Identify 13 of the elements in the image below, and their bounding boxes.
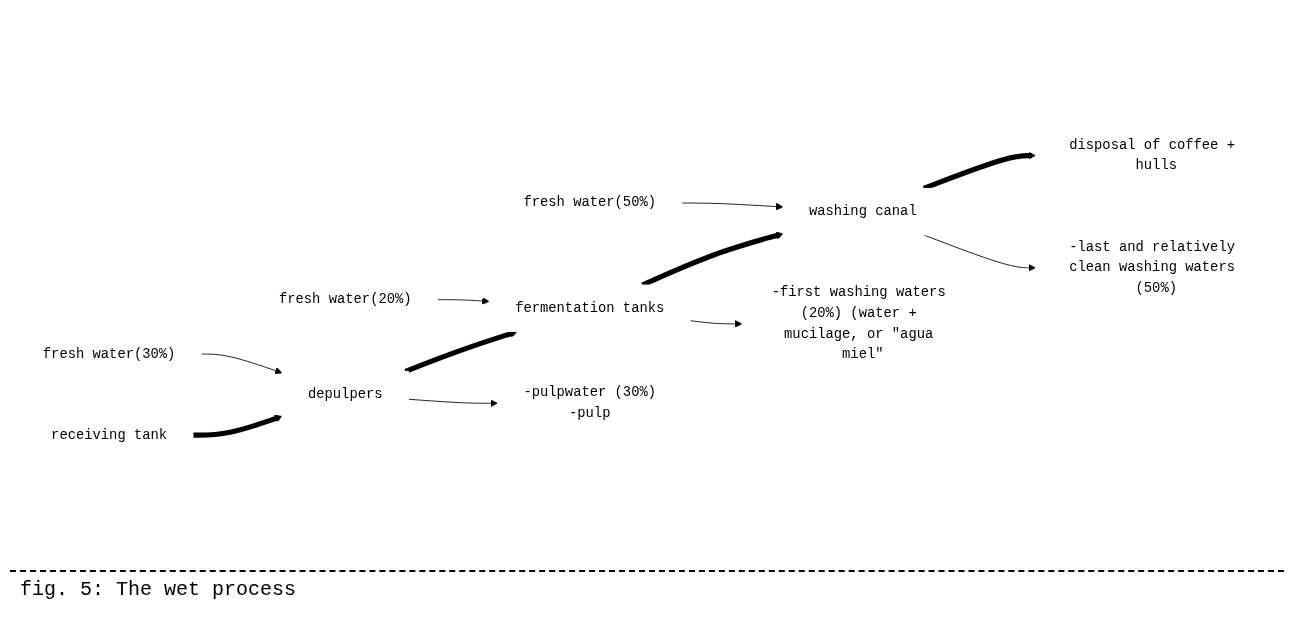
- node-text: depulpers: [307, 386, 383, 403]
- node-text: -first washing waters (20%) (water + mucilage, or "agua miel": [771, 284, 946, 363]
- node-text: fresh water(50%): [523, 195, 657, 211]
- arrow: [193, 414, 283, 438]
- figure-caption: fig. 5: The wet process: [10, 570, 1284, 607]
- node-text: receiving tank: [51, 427, 168, 443]
- node-text: disposal of coffee + hulls: [1069, 137, 1235, 174]
- node-text: -pulpwater (30%) -pulp: [523, 384, 657, 422]
- node-text: fresh water(30%): [42, 346, 176, 362]
- node-text: fermentation tanks: [515, 300, 665, 316]
- node-text: washing canal: [808, 203, 917, 220]
- node-text: -last and relatively clean washing waters (50%): [1069, 239, 1235, 297]
- node-text: fresh water(20%): [278, 291, 412, 308]
